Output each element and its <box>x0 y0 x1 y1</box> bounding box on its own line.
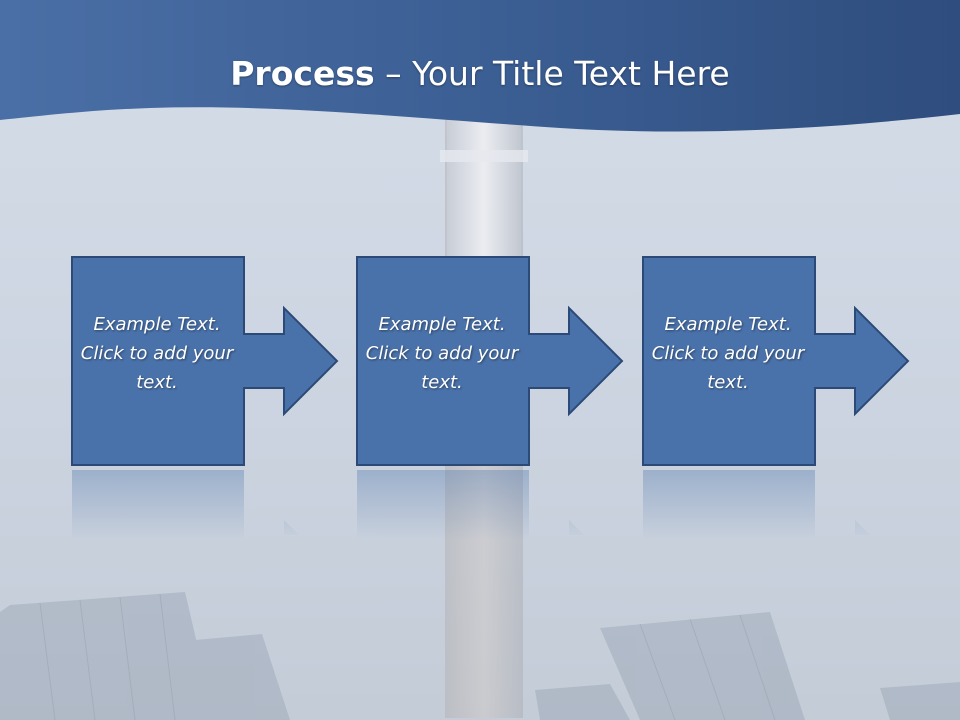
title-banner <box>0 0 960 132</box>
process-step-2[interactable]: Example Text. Click to add your text. <box>356 256 624 468</box>
step-reflection-1 <box>72 470 299 540</box>
page-title[interactable]: Process – Your Title Text Here <box>0 52 960 96</box>
step-text: Example Text. Click to add your text. <box>651 314 805 393</box>
step-arrow-shape <box>71 256 339 466</box>
title-rest: – Your Title Text Here <box>374 54 730 93</box>
step-text: Example Text. Click to add your text. <box>365 314 519 393</box>
step-arrow-shape <box>356 256 624 466</box>
process-step-3[interactable]: Example Text. Click to add your text. <box>642 256 910 468</box>
title-bold: Process <box>230 54 375 93</box>
step-reflection-2 <box>357 470 584 540</box>
step-text: Example Text. Click to add your text. <box>80 314 234 393</box>
process-step-1[interactable]: Example Text. Click to add your text. <box>71 256 339 468</box>
step-reflection-3 <box>643 470 870 540</box>
step-arrow-shape <box>642 256 910 466</box>
